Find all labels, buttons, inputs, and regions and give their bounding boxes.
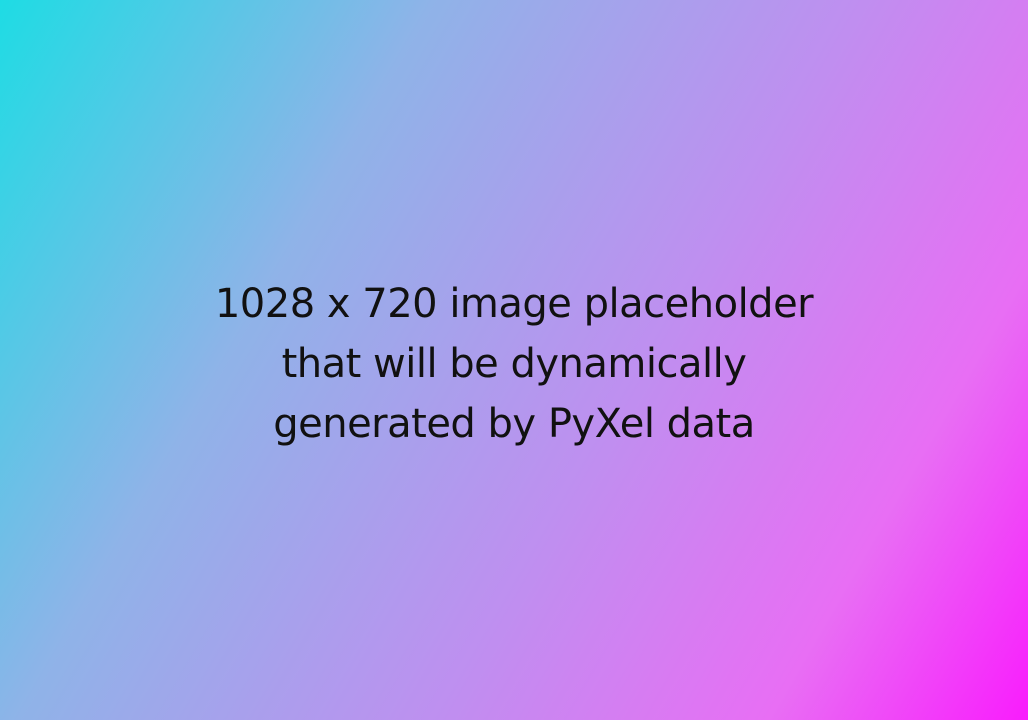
caption-line-2: that will be dynamically	[281, 341, 747, 387]
caption-line-3: generated by PyXel data	[273, 401, 755, 447]
caption-line-1: 1028 x 720 image placeholder	[214, 281, 814, 327]
placeholder-caption: 1028 x 720 image placeholder that will b…	[214, 274, 814, 454]
